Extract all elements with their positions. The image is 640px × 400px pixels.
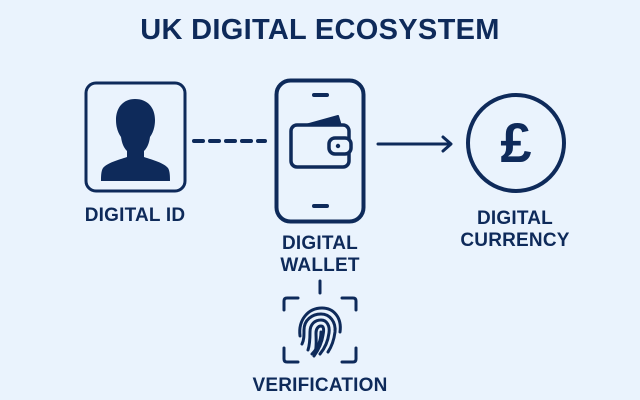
digital-wallet-label-line2: WALLET: [280, 255, 360, 276]
pound-sign-icon: £: [500, 111, 531, 174]
wallet-icon: [289, 115, 353, 169]
page-title: UK DIGITAL ECOSYSTEM: [140, 14, 500, 46]
arrow-connector: [376, 135, 453, 153]
digital-currency-label-line2: CURRENCY: [460, 230, 570, 251]
phone-icon: [274, 78, 366, 224]
digital-currency-label-line1: DIGITAL: [477, 208, 553, 229]
digital-id-label: DIGITAL ID: [84, 205, 186, 226]
wallet-verification-connector: [318, 279, 322, 295]
currency-circle-icon: £: [466, 93, 566, 193]
verification-label: VERIFICATION: [252, 375, 388, 396]
person-silhouette-icon: [101, 99, 170, 181]
digital-wallet-label-line1: DIGITAL: [282, 233, 358, 254]
fingerprint-scan-icon: [282, 296, 358, 364]
id-card-icon: [84, 81, 187, 193]
dashed-connector: [192, 139, 267, 143]
